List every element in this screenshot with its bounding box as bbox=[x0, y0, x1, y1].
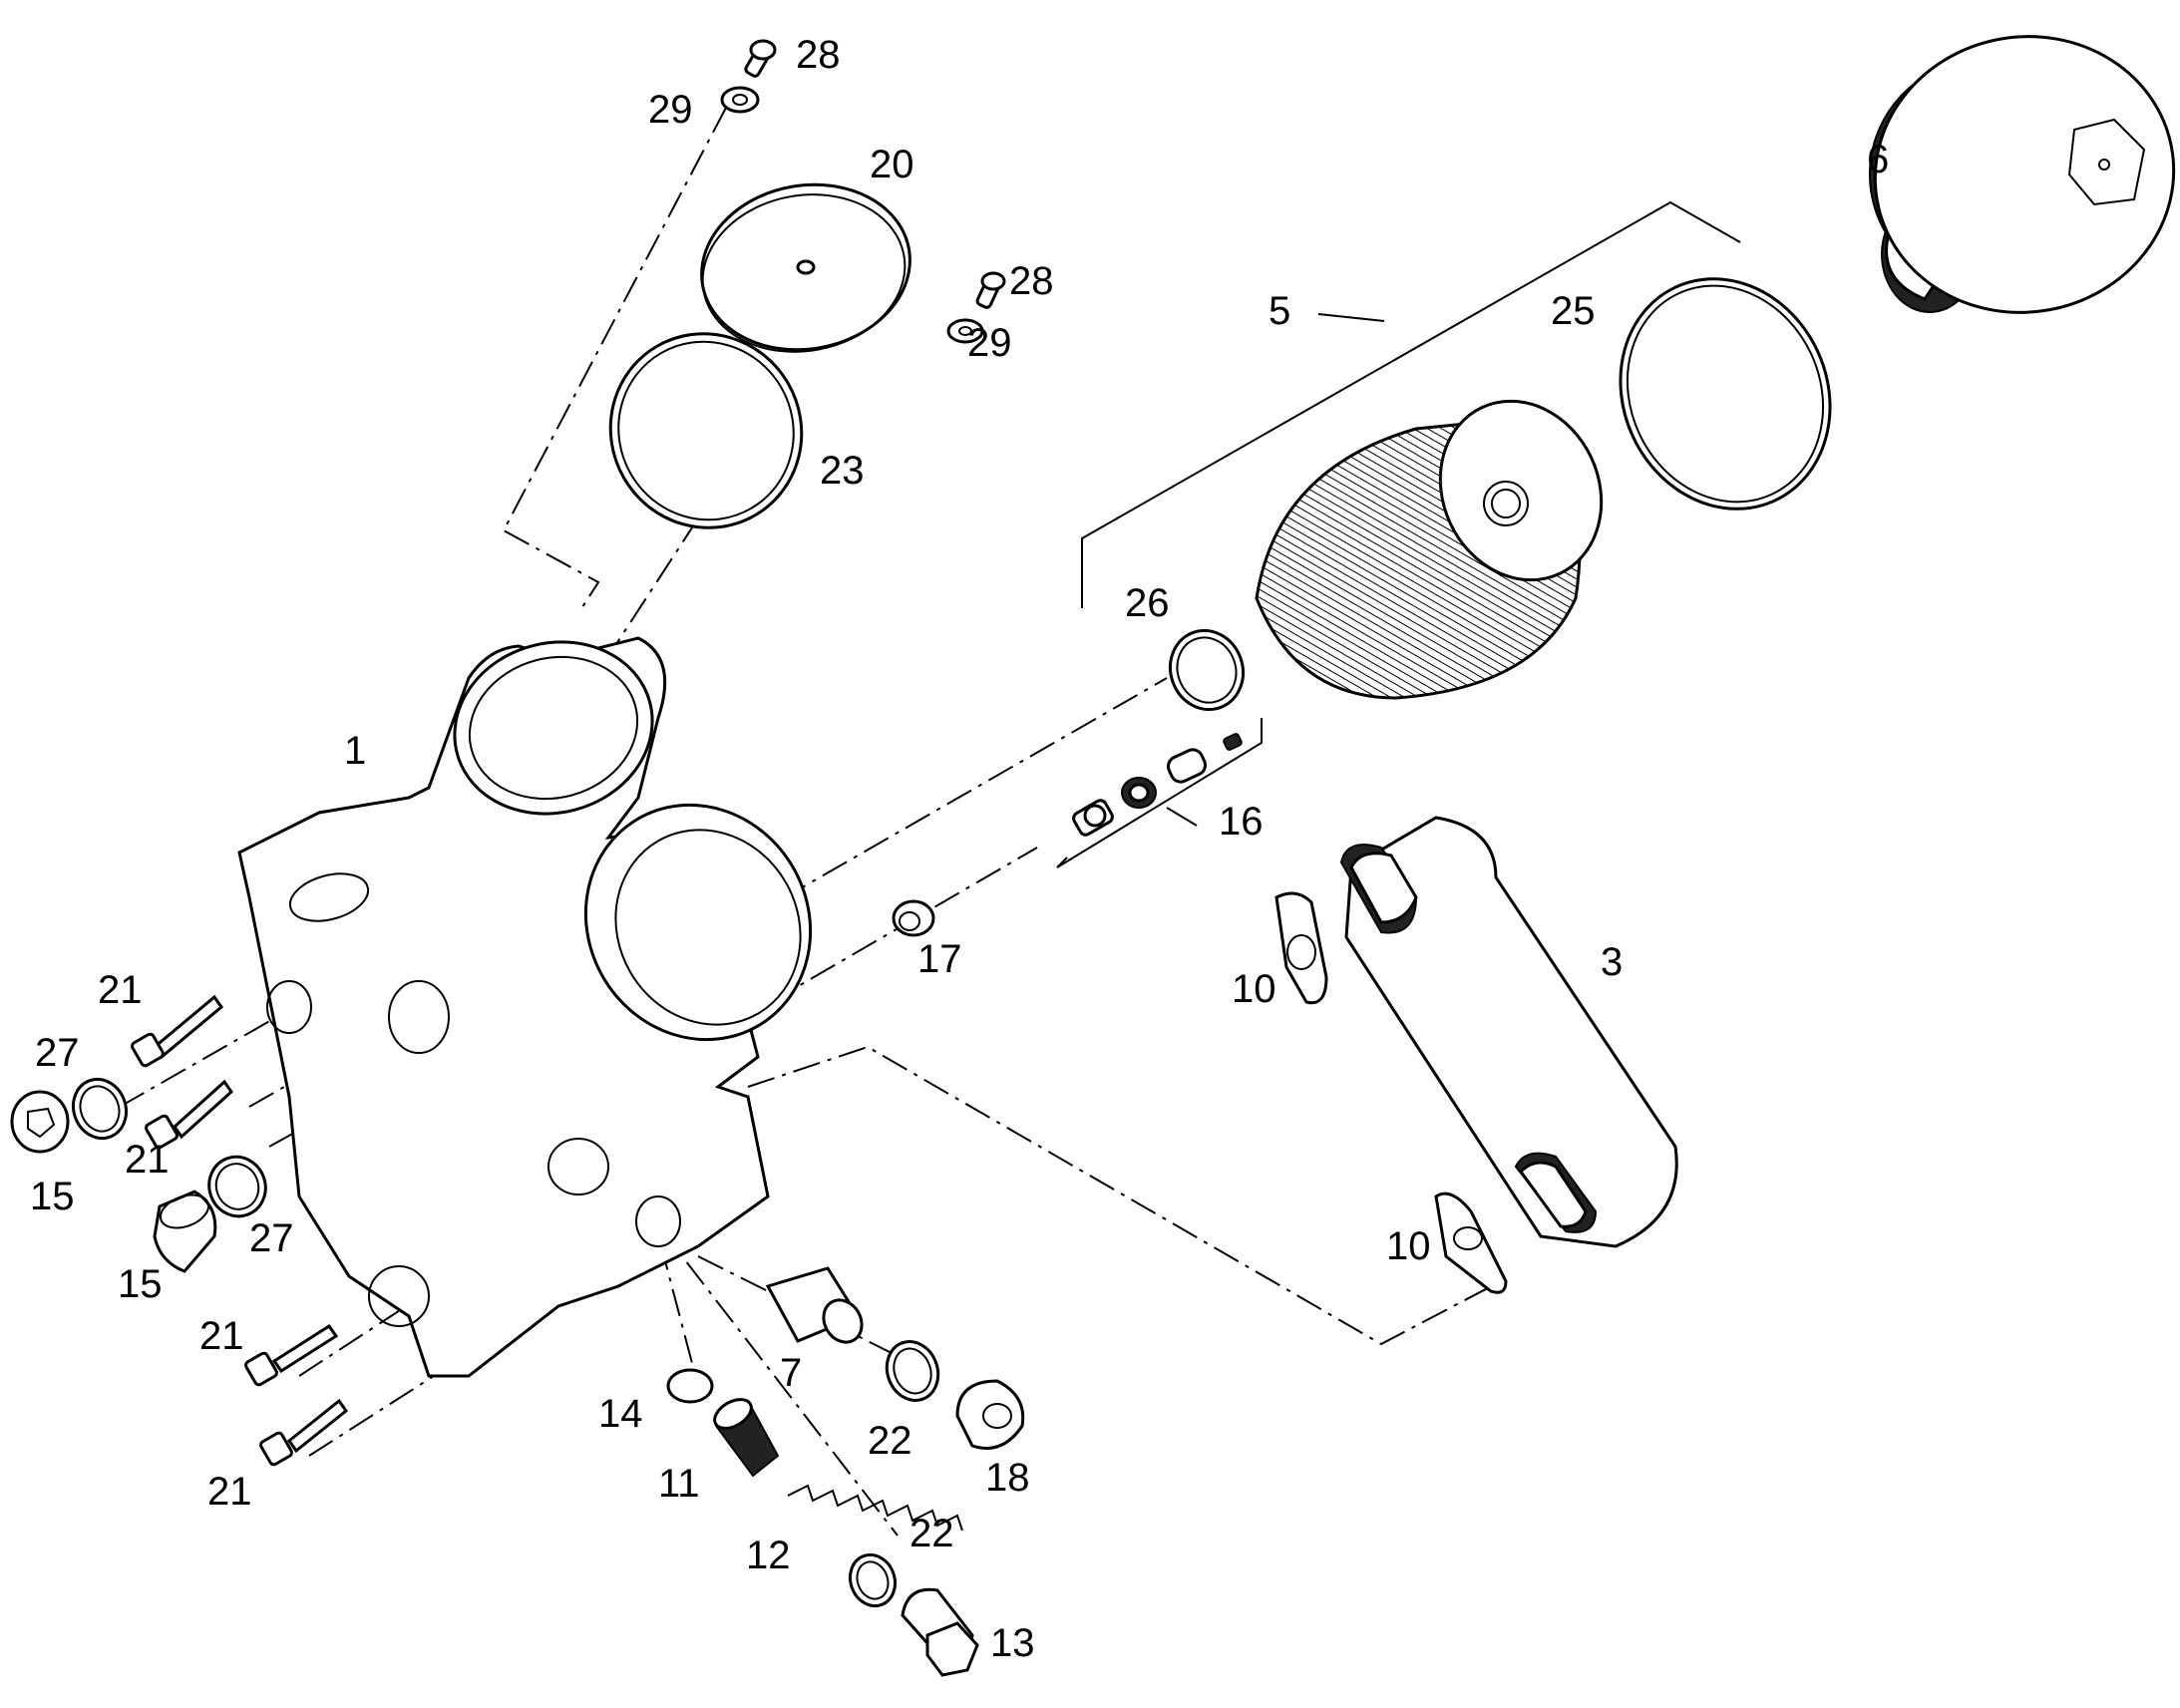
callout-15: 15 bbox=[30, 1175, 75, 1218]
callout-28: 28 bbox=[796, 33, 841, 77]
plug-15-a bbox=[10, 1090, 70, 1154]
bracket-lines bbox=[1056, 200, 1741, 868]
callout-13: 13 bbox=[990, 1621, 1035, 1665]
callout-21: 21 bbox=[207, 1470, 252, 1514]
bolt-21-b bbox=[145, 1079, 233, 1150]
callout-5: 5 bbox=[1269, 289, 1291, 333]
ring-22-b bbox=[848, 1552, 898, 1608]
bolt-21-d bbox=[259, 1398, 349, 1467]
callout-10: 10 bbox=[1386, 1224, 1431, 1268]
callout-7: 7 bbox=[780, 1351, 803, 1395]
callout-21: 21 bbox=[199, 1314, 244, 1358]
callout-14: 14 bbox=[598, 1392, 643, 1436]
callout-27: 27 bbox=[35, 1031, 80, 1075]
plug-13 bbox=[901, 1587, 979, 1677]
sleeve-7 bbox=[765, 1266, 864, 1344]
callout-29: 29 bbox=[967, 321, 1012, 365]
callout-20: 20 bbox=[870, 143, 914, 186]
plug-18 bbox=[955, 1379, 1025, 1450]
callout-21: 21 bbox=[125, 1138, 170, 1182]
ring-14 bbox=[666, 1368, 714, 1404]
callout-18: 18 bbox=[985, 1456, 1030, 1500]
callout-25: 25 bbox=[1551, 289, 1596, 333]
valve-set-16 bbox=[1072, 733, 1243, 837]
bolt-21-c bbox=[244, 1323, 339, 1387]
callout-22: 22 bbox=[868, 1419, 912, 1463]
washer-29-top bbox=[720, 86, 760, 114]
callout-6: 6 bbox=[1867, 138, 1890, 181]
callout-15: 15 bbox=[118, 1262, 163, 1306]
washer-29-right bbox=[946, 318, 984, 344]
callout-28: 28 bbox=[1009, 259, 1054, 303]
bolt-21-a bbox=[131, 994, 224, 1068]
oring-25 bbox=[1619, 277, 1832, 511]
callout-16: 16 bbox=[1219, 800, 1264, 844]
spring-12 bbox=[787, 1484, 963, 1532]
oil-cooler-3 bbox=[1339, 816, 1678, 1248]
ring-22-a bbox=[885, 1340, 940, 1402]
callout-12: 12 bbox=[746, 1534, 791, 1577]
sleeve-17 bbox=[892, 899, 935, 937]
callout-10: 10 bbox=[1232, 967, 1276, 1011]
callout-23: 23 bbox=[820, 449, 865, 493]
callout-11: 11 bbox=[658, 1462, 700, 1506]
screw-28-right bbox=[975, 271, 1006, 309]
screw-28-top bbox=[744, 39, 777, 78]
callout-26: 26 bbox=[1125, 581, 1170, 625]
strainer-11 bbox=[713, 1398, 780, 1478]
callout-17: 17 bbox=[917, 937, 962, 981]
housing-1 bbox=[237, 636, 813, 1378]
gasket-10-upper bbox=[1274, 891, 1328, 1005]
ring-27-a bbox=[72, 1077, 128, 1141]
oring-23 bbox=[608, 332, 804, 529]
callout-1: 1 bbox=[344, 729, 367, 773]
filter-cap-6 bbox=[1869, 35, 2176, 314]
callout-29: 29 bbox=[648, 88, 693, 132]
ring-27-b bbox=[207, 1155, 267, 1218]
callout-27: 27 bbox=[249, 1216, 294, 1260]
filter-element-5 bbox=[1255, 399, 1604, 700]
gasket-10-lower bbox=[1434, 1192, 1508, 1294]
callout-21: 21 bbox=[98, 968, 143, 1012]
oring-26 bbox=[1169, 628, 1245, 712]
callout-22: 22 bbox=[909, 1512, 954, 1555]
plug-15-b bbox=[153, 1190, 217, 1273]
callout-3: 3 bbox=[1601, 940, 1624, 984]
cover-20 bbox=[700, 182, 911, 353]
